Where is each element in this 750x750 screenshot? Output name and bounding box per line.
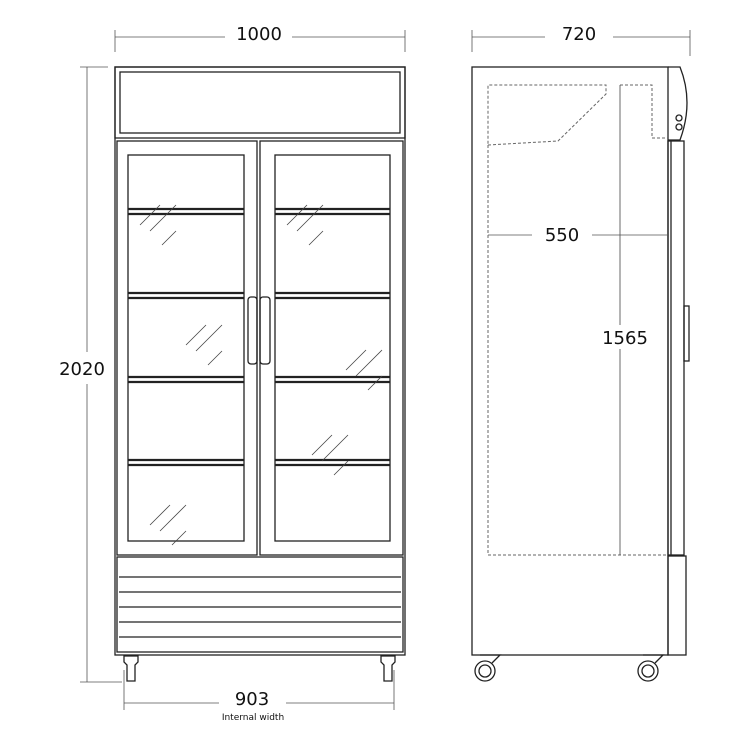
glass-reflection-line	[171, 530, 187, 546]
width-label: 1000	[236, 24, 282, 45]
caster-wheel	[380, 655, 396, 682]
control-knob	[675, 123, 683, 131]
glass-reflection-line	[149, 204, 177, 232]
dimension-internal-width: 903 Internal width	[123, 670, 395, 723]
glass-reflection-line	[333, 460, 349, 476]
canopy	[114, 66, 406, 139]
side-canopy	[668, 66, 688, 141]
internal-width-caption: Internal width	[222, 713, 284, 723]
dimension-internal-depth: 550	[488, 225, 668, 246]
side-cabinet-outline	[471, 66, 669, 656]
glass-reflection-line	[185, 324, 207, 346]
dimension-width: 1000	[114, 24, 406, 52]
glass-reflection-line	[149, 504, 171, 526]
caster-wheel	[637, 654, 665, 682]
glass-reflection-line	[195, 324, 223, 352]
glass-reflection-line	[345, 349, 367, 371]
glass-reflection-line	[159, 504, 187, 532]
glass-reflection-line	[296, 204, 324, 232]
glass-reflection-line	[286, 204, 308, 226]
shelves	[128, 207, 390, 467]
left-door	[116, 140, 258, 556]
glass-reflection-line	[367, 375, 383, 391]
glass-reflection-line	[207, 350, 223, 366]
glass-reflection-line	[161, 230, 177, 246]
dimension-internal-height: 1565	[600, 325, 650, 349]
right-glass	[274, 154, 391, 542]
control-knob	[675, 114, 683, 122]
glass-reflections	[139, 204, 383, 546]
dimension-height: 2020	[59, 66, 122, 683]
canopy-panel	[119, 71, 401, 134]
glass-reflection-line	[311, 434, 333, 456]
grille-slats	[119, 576, 401, 638]
left-glass	[127, 154, 245, 542]
side-handle	[683, 305, 690, 362]
internal-height-label: 1565	[602, 328, 648, 349]
height-label: 2020	[59, 359, 105, 380]
caster-wheel	[123, 655, 139, 682]
front-view	[114, 66, 406, 682]
side-base	[667, 555, 687, 656]
internal-width-label: 903	[235, 689, 269, 710]
internal-depth-label: 550	[545, 225, 579, 246]
glass-reflection-line	[321, 434, 349, 462]
glass-reflection-line	[308, 230, 324, 246]
side-view	[471, 66, 690, 682]
right-door-handle	[259, 296, 271, 365]
glass-reflection-line	[355, 349, 383, 377]
left-door-handle	[247, 296, 258, 365]
base-grille	[116, 556, 404, 653]
internal-space-outline	[487, 84, 668, 556]
dimension-depth: 720	[471, 24, 691, 56]
right-door	[259, 140, 404, 556]
depth-label: 720	[562, 24, 596, 45]
glass-reflection-line	[139, 204, 161, 226]
caster-wheel	[474, 654, 502, 682]
